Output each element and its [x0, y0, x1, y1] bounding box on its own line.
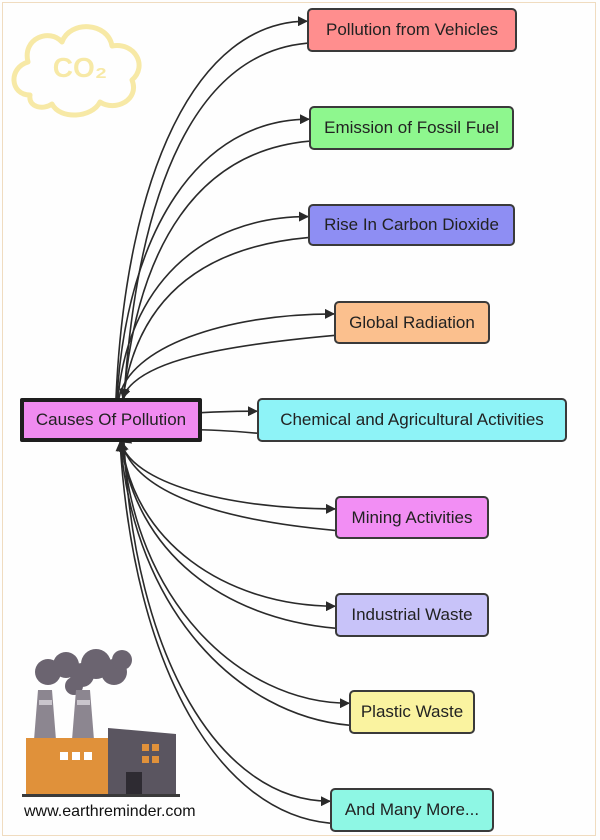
edge-to-center [118, 441, 336, 532]
co2-text: CO₂ [52, 52, 108, 83]
edge-to-center [119, 236, 309, 399]
cause-node: Rise In Carbon Dioxide [308, 204, 515, 246]
edge-to-cause [117, 211, 309, 399]
edge-to-center [119, 140, 310, 399]
edge-to-cause [115, 16, 308, 399]
edge-to-cause [122, 441, 350, 709]
cause-node: Pollution from Vehicles [307, 8, 517, 52]
edge-to-cause [123, 441, 331, 807]
edge-to-center [120, 334, 335, 399]
cause-node: Global Radiation [334, 301, 490, 344]
central-node: Causes Of Pollution [20, 398, 202, 442]
edge-to-cause [118, 308, 335, 399]
edge-to-cause [116, 114, 310, 399]
cause-node: Plastic Waste [349, 690, 475, 734]
edges-group [115, 16, 350, 824]
edge-to-center [119, 42, 308, 399]
cause-node: Chemical and Agricultural Activities [257, 398, 567, 442]
co2-cloud-icon [11, 24, 142, 118]
cause-node: Industrial Waste [335, 593, 489, 637]
edge-to-center [116, 441, 350, 726]
edge-to-center [115, 441, 331, 824]
cause-node: And Many More... [330, 788, 494, 832]
cause-node: Emission of Fossil Fuel [309, 106, 514, 150]
cause-node: Mining Activities [335, 496, 489, 539]
factory-icon [22, 649, 180, 797]
edge-to-center [117, 441, 336, 629]
edge-to-cause [120, 441, 336, 514]
edge-to-cause [121, 441, 336, 612]
website-url: www.earthreminder.com [24, 803, 196, 820]
